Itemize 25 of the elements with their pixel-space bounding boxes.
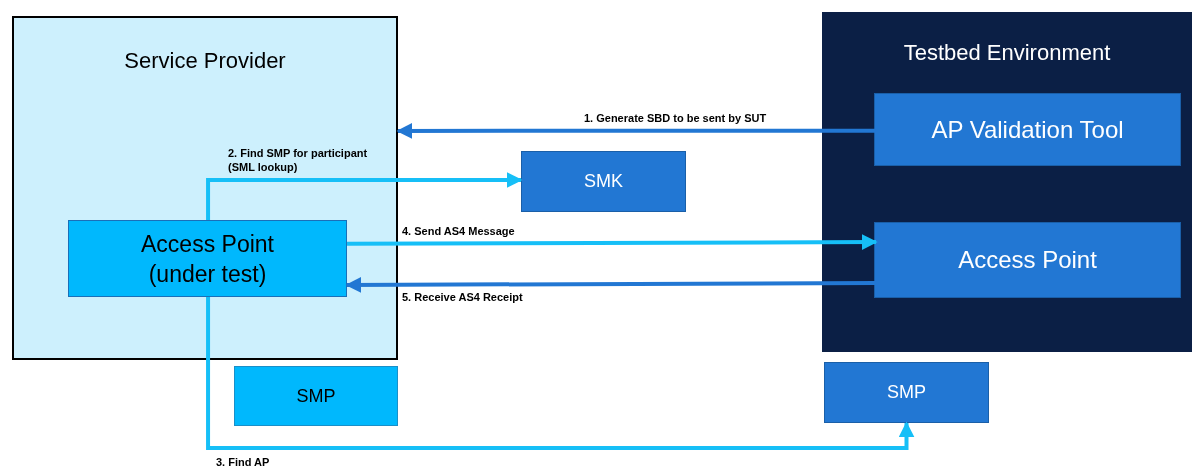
edge-label: 3. Find AP [216, 455, 270, 469]
arrow [206, 172, 523, 220]
process-box [521, 151, 686, 212]
node-label: Service Provider [124, 47, 286, 75]
arrow [206, 297, 915, 450]
node-label: SMP [296, 384, 336, 408]
group-panel [822, 12, 1192, 352]
process-box [234, 366, 398, 426]
node-label: Access Point [958, 245, 1097, 275]
arrow [345, 276, 876, 293]
arrow [347, 234, 878, 251]
process-box [824, 362, 989, 423]
process-box [874, 222, 1181, 298]
edge-label: 5. Receive AS4 Receipt [402, 290, 523, 304]
arrow [396, 122, 876, 139]
process-box [874, 93, 1181, 166]
node-label: AP Validation Tool [931, 114, 1124, 145]
node-label: SMK [584, 170, 623, 193]
group-panel [12, 16, 398, 360]
edge-label: 1. Generate SBD to be sent by SUT [584, 111, 767, 125]
process-box [68, 220, 347, 297]
node-label: Access Point (under test) [140, 229, 275, 289]
edge-label: 4. Send AS4 Message [402, 224, 515, 238]
node-label: SMP [887, 381, 926, 404]
node-label: Testbed Environment [903, 39, 1111, 67]
